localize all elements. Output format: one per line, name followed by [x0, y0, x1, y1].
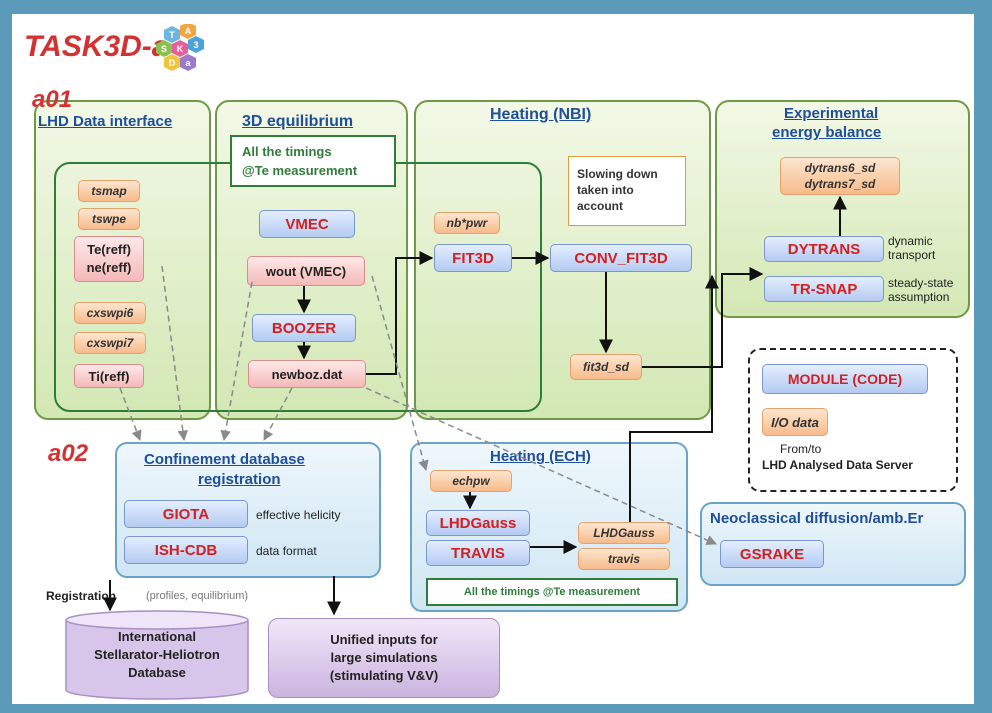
logo-letter: A [185, 26, 192, 36]
task3d-logo-icon: T A S K 3 D a [156, 24, 204, 71]
timings-box: All the timings @Te measurement [230, 135, 396, 187]
slowing-line1: Slowing down [577, 167, 658, 181]
registration-note: (profiles, equilibrium) [146, 590, 249, 602]
slowing-line2: taken into [577, 183, 634, 197]
travis-module: TRAVIS [426, 540, 530, 566]
gsrake-module: GSRAKE [720, 540, 824, 568]
assumption-label: assumption [888, 290, 950, 304]
logo-letter: T [169, 30, 175, 40]
fit3d-sd-data: fit3d_sd [570, 354, 642, 380]
unified-line3: (stimulating V&V) [329, 668, 439, 683]
travis-output-data: travis [578, 548, 670, 570]
timings-box-ech: All the timings @Te measurement [426, 578, 678, 606]
legend-server: LHD Analysed Data Server [762, 458, 913, 472]
vmec-module: VMEC [259, 210, 355, 238]
logo-letter: K [177, 44, 184, 54]
te-reff-label: Te(reff) [87, 242, 131, 257]
timings-line1: All the timings [242, 144, 332, 159]
tr-snap-module: TR-SNAP [764, 276, 884, 302]
echpw-data: echpw [430, 470, 512, 492]
diagram-title: TASK3D-a [24, 30, 169, 63]
lhdgauss-output-data: LHDGauss [578, 522, 670, 544]
newboz-data: newboz.dat [248, 360, 366, 388]
ne-reff-label: ne(reff) [86, 260, 132, 275]
registration-label: Registration [46, 589, 117, 603]
ish-line3: Database [128, 665, 186, 680]
steady-state-label: steady-state [888, 276, 954, 290]
conv-fit3d-module: CONV_FIT3D [550, 244, 692, 272]
confinement-title-line2: registration [198, 471, 281, 488]
slowing-down-box: Slowing down taken into account [568, 156, 686, 226]
tsmap-data: tsmap [78, 180, 140, 202]
experimental-title-line2: energy balance [772, 124, 882, 141]
legend-module: MODULE (CODE) [762, 364, 928, 394]
experimental-title-line1: Experimental [784, 105, 879, 122]
nbpwr-data: nb*pwr [434, 212, 500, 234]
unified-line1: Unified inputs for [330, 632, 438, 647]
te-ne-reff-data: Te(reff) ne(reff) [74, 236, 144, 282]
dytrans-module: DYTRANS [764, 236, 884, 262]
cxswpi6-data: cxswpi6 [74, 302, 146, 324]
tswpe-data: tswpe [78, 208, 140, 230]
heating-nbi-title: Heating (NBI) [490, 106, 592, 123]
legend-box [748, 348, 958, 492]
cxswpi7-data: cxswpi7 [74, 332, 146, 354]
section-label-a02: a02 [48, 440, 89, 467]
ish-line2: Stellarator-Heliotron [94, 647, 220, 662]
logo-letter: D [169, 58, 176, 68]
boozer-module: BOOZER [252, 314, 356, 342]
ish-cdb-description: data format [256, 544, 317, 558]
neoclassical-title: Neoclassical diffusion/amb.Er [710, 510, 924, 527]
section-label-a01: a01 [32, 86, 73, 113]
ish-database-label: International Stellarator-Heliotron Data… [64, 628, 250, 682]
ish-database-cylinder-icon [65, 610, 249, 700]
unified-line2: large simulations [330, 650, 438, 665]
confinement-title-line1: Confinement database [144, 451, 305, 468]
wout-data: wout (VMEC) [247, 256, 365, 286]
unified-inputs-box: Unified inputs for large simulations (st… [268, 618, 500, 698]
giota-description: effective helicity [256, 508, 341, 522]
lhdgauss-module: LHDGauss [426, 510, 530, 536]
ish-cdb-module: ISH-CDB [124, 536, 248, 564]
fit3d-module: FIT3D [434, 244, 512, 272]
dytrans6-label: dytrans6_sd [804, 161, 876, 175]
heating-ech-title: Heating (ECH) [490, 448, 591, 465]
logo-letter: S [161, 44, 167, 54]
giota-module: GIOTA [124, 500, 248, 528]
lhd-data-interface-title: LHD Data interface [38, 113, 173, 130]
timings-line2: @Te measurement [242, 163, 358, 178]
slowing-line3: account [577, 199, 624, 213]
legend-io-data: I/O data [762, 408, 828, 436]
equilibrium-3d-title: 3D equilibrium [242, 113, 354, 130]
legend-from-to: From/to [780, 442, 822, 456]
ti-reff-data: Ti(reff) [74, 364, 144, 388]
dytrans7-label: dytrans7_sd [804, 177, 876, 191]
logo-letter: 3 [193, 40, 198, 50]
dytrans-sd-data: dytrans6_sd dytrans7_sd [780, 157, 900, 195]
transport-label: transport [888, 248, 936, 262]
dynamic-label: dynamic [888, 234, 933, 248]
ish-line1: International [117, 629, 196, 644]
diagram-canvas: TASK3D-a T A S K 3 D a LHD Data interfac… [12, 14, 974, 704]
logo-letter: a [185, 58, 191, 68]
